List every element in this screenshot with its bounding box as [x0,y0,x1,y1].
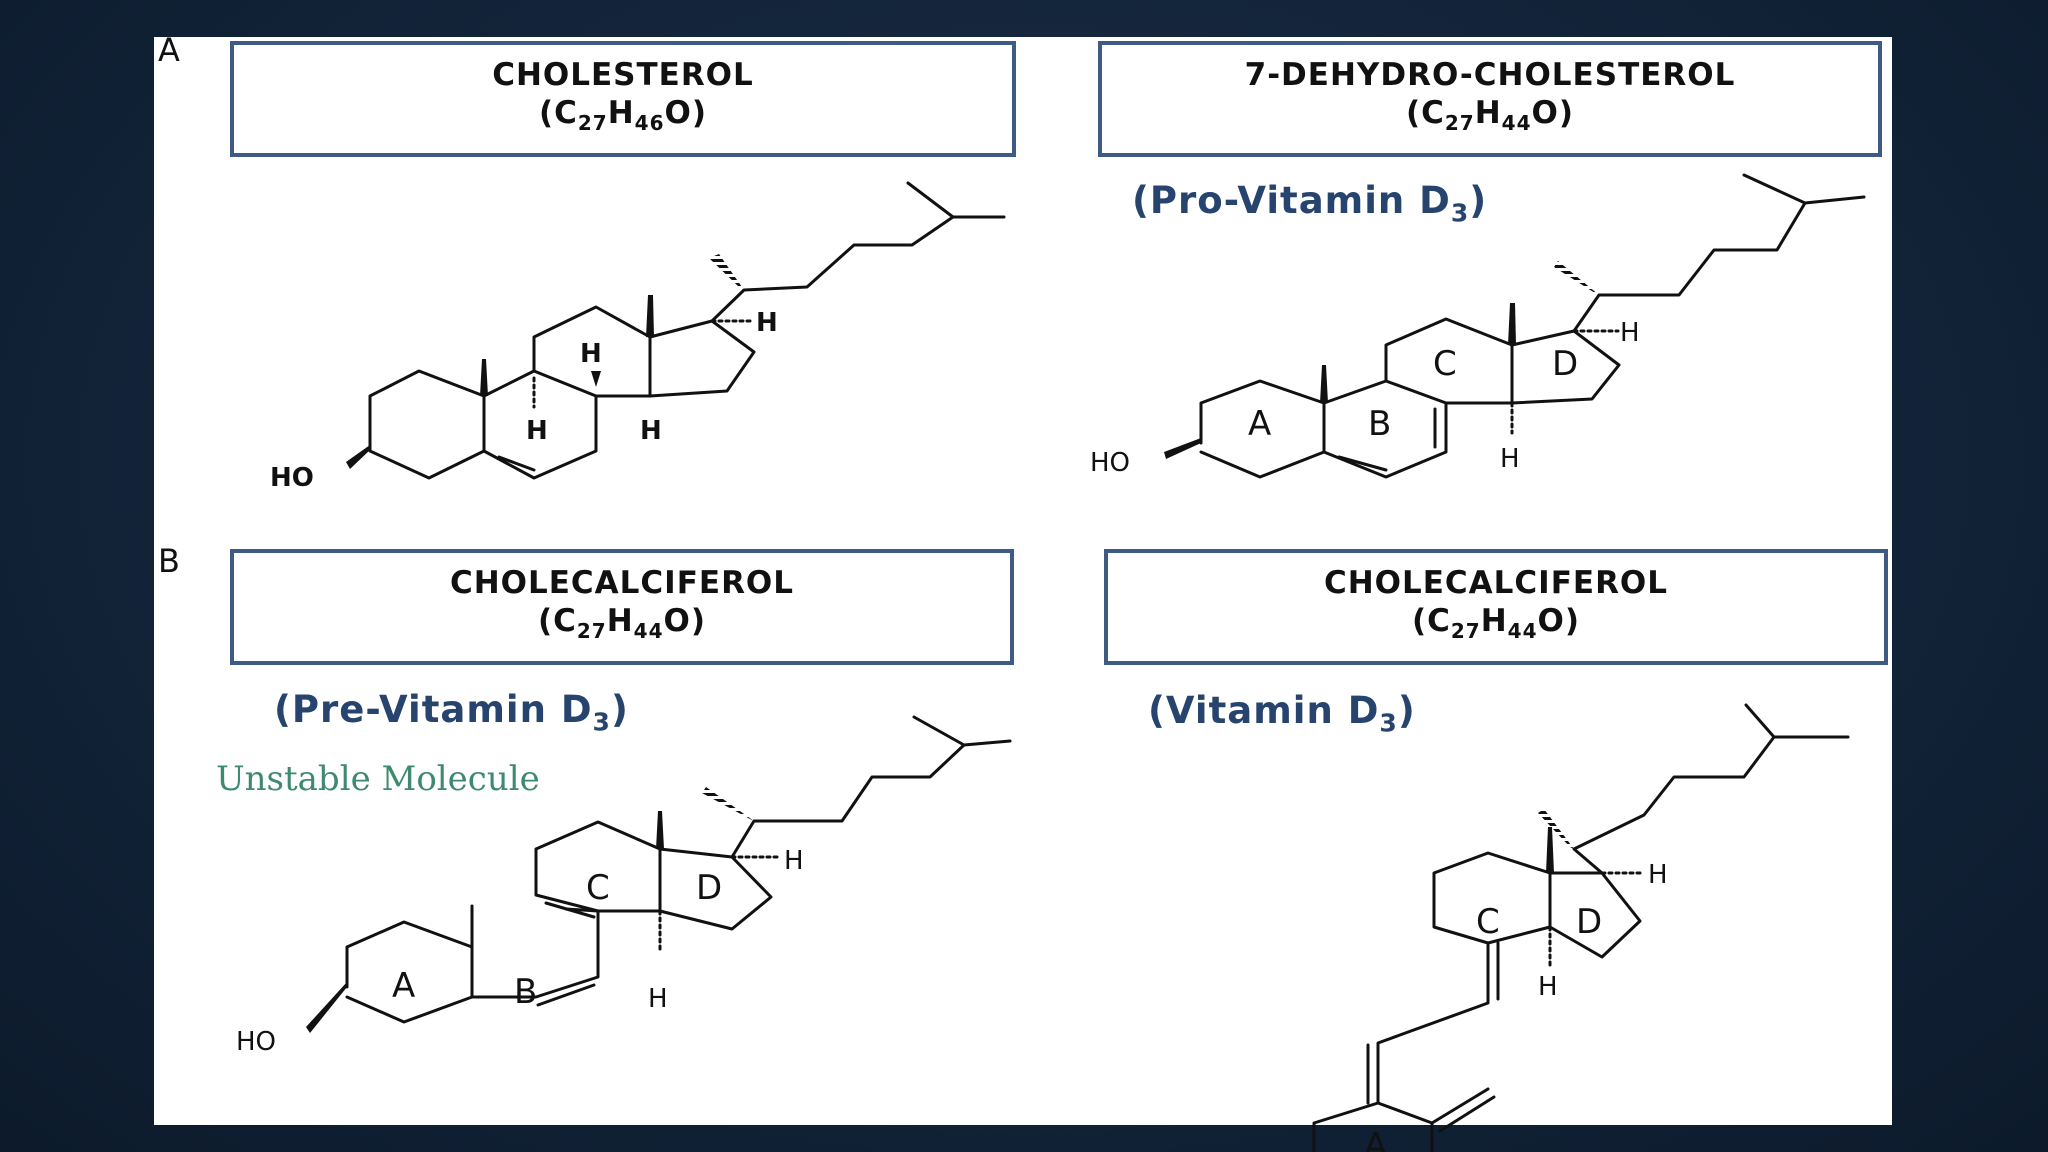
side-chain-branch [912,715,966,747]
box-name: CHOLESTEROL [492,56,754,93]
wedge-methyl [1508,303,1516,345]
ring-b-bonds [1322,379,1448,479]
double-bond [497,455,536,472]
box-formula: (C27H44O) [1405,94,1575,136]
ring-label-d: D [1576,902,1602,942]
h-label: H [1538,972,1558,1002]
panel-letter-b: B [158,542,180,580]
h-label: H [784,846,804,876]
hashed-methyl [709,254,744,290]
box-name: CHOLECALCIFEROL [449,564,795,601]
ring-label-a: A [1364,1126,1387,1152]
subtitle-vitamin-d3: (Vitamin D3) [1148,689,1416,738]
box-name: 7-DEHYDRO-CHOLESTEROL [1244,56,1736,93]
h-label: H [756,308,778,338]
ring-label-d: D [696,868,722,908]
h-label: H [640,416,662,446]
title-box-cholecalciferol: CHOLECALCIFEROL (C27H44O) [1104,549,1888,665]
box-formula: (C27H44O) [537,602,707,644]
triene-bonds [1376,941,1490,1105]
h-label: H [1500,444,1520,474]
ring-label-a: A [1248,404,1271,444]
double-bond [544,901,596,919]
exo-methylene [1430,1087,1490,1125]
cholesterol-structure: HO H H H H [270,181,1006,493]
ring-label-c: C [1433,344,1457,384]
side-chain [1572,195,1866,333]
ring-label-d: D [1552,344,1578,384]
wedge-methyl [1546,827,1554,873]
wedge-ho [306,982,347,1033]
ring-d-bonds [648,319,756,398]
wedge-methyl [480,359,488,396]
wedge-methyl [1320,365,1328,403]
ring-d-bonds [658,847,773,931]
slide: A B CHOLESTEROL (C27H46O) 7-DEHYDRO-CHOL… [154,31,1892,1152]
box-name: CHOLECALCIFEROL [1323,564,1669,601]
hashed-methyl [1554,261,1599,295]
exo-methylene [1438,1095,1496,1133]
side-chain [730,739,1012,859]
pre-vitamin-d3-structure: HO H H A B C D [236,715,1012,1057]
ring-c-bonds [1384,317,1514,405]
ho-label: HO [1090,448,1130,478]
box-formula: (C27H46O) [538,94,708,136]
h-label: H [648,984,668,1014]
wedge-h [591,371,601,387]
panel-letter-a: A [158,31,180,69]
side-chain-branch [1744,703,1776,739]
molecule-drawings: HO H H H H HO [236,173,1866,1152]
ring-label-b: B [514,972,537,1012]
7-dehydrocholesterol-structure: HO H H A B C D [1090,173,1866,479]
ring-label-b: B [1368,404,1391,444]
h-label: H [580,339,602,369]
h-label: H [1620,318,1640,348]
wedge-ho [1164,438,1201,459]
title-box-7-dehydrocholesterol: 7-DEHYDRO-CHOLESTEROL (C27H44O) [1098,41,1882,157]
side-chain-branch [1742,173,1807,205]
ring-label-c: C [1476,902,1500,942]
title-box-pre-cholecalciferol: CHOLECALCIFEROL (C27H44O) [230,549,1014,665]
triene-bonds [470,907,600,999]
ring-a-bonds [368,369,486,480]
vitamin-d3-structure: HO H H A C D [1312,703,1850,1152]
side-chain [1572,735,1850,875]
box-formula: (C27H44O) [1411,602,1581,644]
double-bond [536,983,596,1007]
ring-label-c: C [586,868,610,908]
wedge-methyl [646,295,654,337]
ho-label: HO [236,1027,276,1057]
ring-d-bonds [1548,871,1642,959]
ring-c-bonds [532,305,652,398]
wedge-ho [346,445,370,469]
unstable-molecule-note: Unstable Molecule [216,759,540,799]
ring-b-bonds [482,369,598,480]
side-chain [710,215,1006,323]
ring-label-a: A [392,966,415,1006]
side-chain-branch [906,181,955,219]
ho-label: HO [270,463,314,493]
double-bond [1337,455,1388,472]
hashed-methyl [1538,809,1574,849]
subtitle-pre-vitamin-d3: (Pre-Vitamin D3) [274,688,629,737]
hashed-methyl [702,787,754,821]
h-label: H [1648,860,1668,890]
wedge-methyl [656,811,664,849]
ring-d-bonds [1510,329,1621,405]
title-box-cholesterol: CHOLESTEROL (C27H46O) [230,41,1016,157]
h-label: H [526,416,548,446]
subtitle-pro-vitamin-d3: (Pro-Vitamin D3) [1132,179,1488,228]
